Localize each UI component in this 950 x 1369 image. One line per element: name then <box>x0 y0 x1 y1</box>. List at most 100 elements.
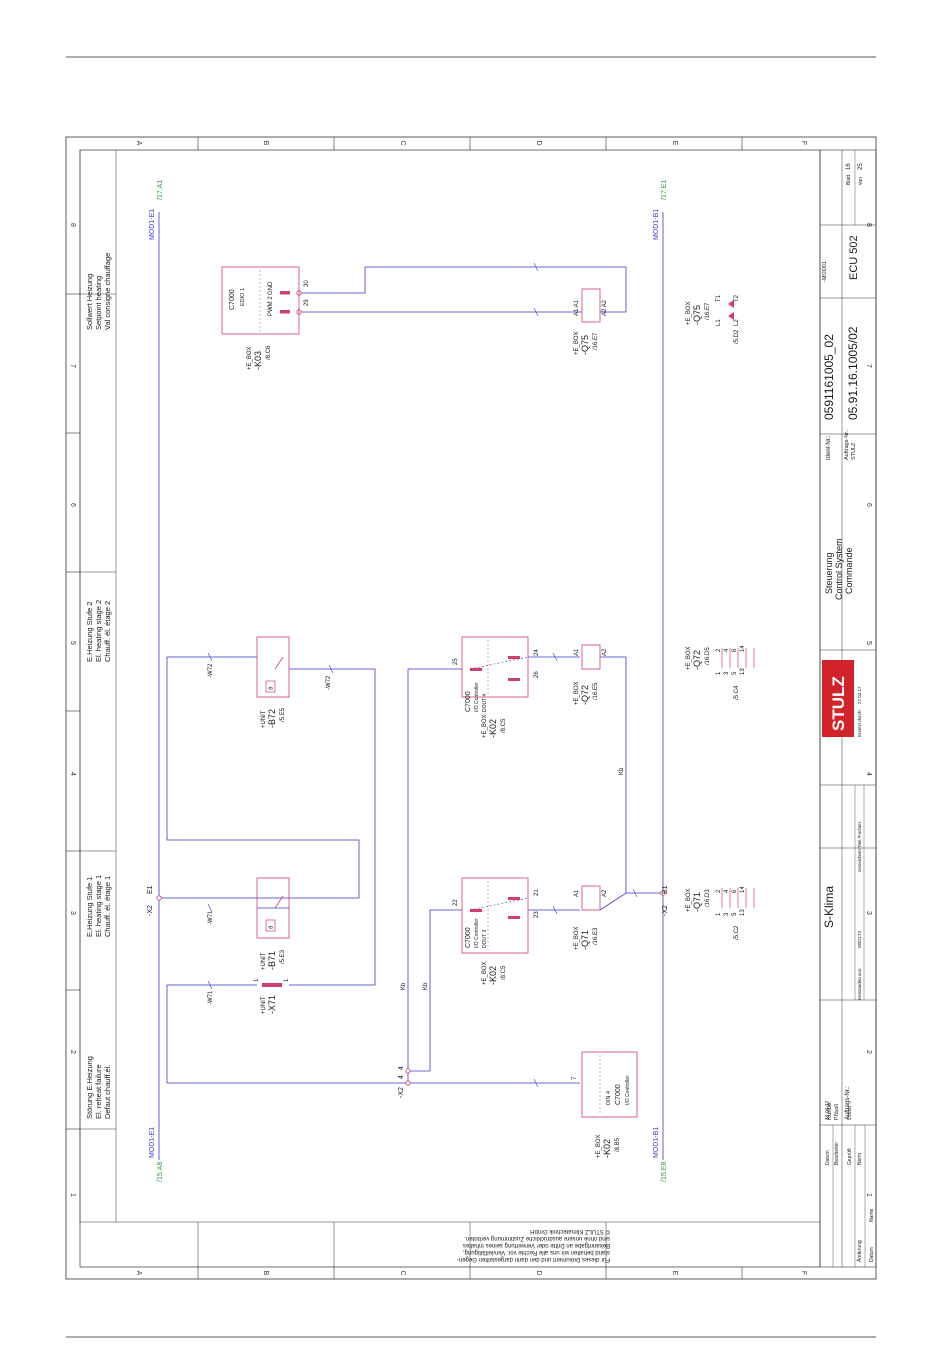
wire-w71-a: -W71 <box>208 990 214 1005</box>
b71-tag: -B71 <box>267 951 277 970</box>
terminal-x2-e1: -X2 <box>147 905 154 916</box>
q71-ref: /16.E3 <box>593 927 599 945</box>
col-label-8: 8 <box>69 223 76 227</box>
q72-a1: A1 <box>574 648 580 656</box>
q72-loc: +E_BOX <box>574 681 580 705</box>
k02b-p21: 21 <box>534 889 540 896</box>
row-label-f-bottom: F <box>800 1271 807 1275</box>
tb-auftrag-nr: 05.91.16.1005/02 <box>846 326 860 420</box>
q75-a1: A1 A1 <box>574 299 580 316</box>
x71-p2: 1 <box>284 978 290 982</box>
header-top-fr: Val consigne chauffage <box>103 253 112 330</box>
col-label-3-right: 3 <box>865 911 872 915</box>
b71-sym: ϑ <box>269 925 275 929</box>
q72-a2: A2 <box>602 648 608 656</box>
q72b-pin13: 13 <box>740 668 746 675</box>
col-labels-left: 1 2 3 4 5 6 7 8 <box>66 223 80 1197</box>
row-label-d-bottom: D <box>535 1270 542 1275</box>
component-k03: C7000 EDIO 1 PWM 2 GND 29 30 +E_BOX -K03… <box>221 266 310 370</box>
q71b-pin2: 2 <box>716 889 722 893</box>
q75b-loc: +E_BOX <box>686 301 692 325</box>
copyright-line-2: stand behalten wir uns alle Rechte vor. … <box>463 1249 610 1255</box>
k03-type: C7000 <box>229 289 236 310</box>
bus-xrefs: /15.A8 MOD1-E1 /15.E8 MOD1-B1 /17.A1 MOD… <box>149 180 668 1182</box>
q72b-ref2: /5.C4 <box>734 685 740 700</box>
header-right-en: El. heating stage 2 <box>94 600 103 662</box>
bus-lines <box>158 212 664 1160</box>
tb-auftrag-nr-label: Auftrags-Nr.: <box>844 429 850 460</box>
k02c-ref: /8.B5 <box>615 1137 621 1152</box>
wire-kb-2: Kb <box>423 982 429 990</box>
k03-ref: /8.C6 <box>266 345 272 360</box>
q72b-pin14: 14 <box>740 645 746 652</box>
tb-auftrag-label: Auftrags-Nr.: <box>845 1086 851 1120</box>
q71b-pin14: 14 <box>740 886 746 893</box>
component-q75-coil: A1 A1 A2 A2 +E_BOX -Q75 /16.E7 <box>530 288 608 355</box>
header-middle-en: El. heating stage 1 <box>94 875 103 937</box>
q75-tag: -Q75 <box>580 335 590 355</box>
x71-tag: -X71 <box>267 995 277 1014</box>
q71b-pin13: 13 <box>740 909 746 916</box>
q72-tag: -Q72 <box>580 685 590 705</box>
col-label-2: 2 <box>69 1050 76 1054</box>
tb-gezeichnet: Titel /Fachen <box>857 822 862 848</box>
k02c-tag: -K02 <box>602 1139 612 1158</box>
tb-norm-label: Norm <box>857 1153 863 1165</box>
q72b-tag: -Q72 <box>692 650 702 670</box>
q71b-loc: +E_BOX <box>686 888 692 912</box>
b72-sym: ϑ <box>269 686 275 690</box>
b72-loc: +UNIT <box>261 710 267 728</box>
copyright-line-1: Für dieses Dokument und den darin darges… <box>457 1256 610 1262</box>
k03-pwm: PWM 2 <box>268 296 274 316</box>
k02b-p22: 22 <box>453 899 459 906</box>
header-top-de: Sollwert Heizung <box>85 274 94 330</box>
tb-ident: 0591161005_02 <box>822 334 836 420</box>
wire-ticks <box>207 262 638 1088</box>
tb-blatt: 16 <box>846 163 852 170</box>
header-top-en: Setpoint heating <box>94 276 103 330</box>
header-middle-fr: Chauff. él. étage 1 <box>103 876 112 937</box>
q72b-pin1: 1 <box>716 671 722 675</box>
q71b-pin6: 6 <box>732 889 738 893</box>
q72-ref: /16.E5 <box>593 682 599 700</box>
row-labels-top: A B C D E F <box>135 137 807 150</box>
q72b-pin3: 3 <box>724 671 730 675</box>
k02c-loc: +E_BOX <box>596 1134 602 1158</box>
k02a-tag: -K02 <box>488 719 498 738</box>
k02c-din: DIN 4 <box>606 1091 612 1105</box>
q71b-ref: /16.D3 <box>705 889 711 907</box>
terminal-points <box>156 290 666 1086</box>
wire-w72-a: -W72 <box>208 663 214 678</box>
k03-pin30: 30 <box>304 280 310 287</box>
tb-von-label: von <box>858 177 864 185</box>
q75b-l2: L2 <box>734 319 740 326</box>
q72b-pin6: 6 <box>732 648 738 652</box>
k02b-loc: +E_BOX <box>482 961 488 985</box>
component-q72-coil: A1 A2 +E_BOX -Q72 /16.E5 <box>574 644 608 705</box>
col-label-4: 4 <box>69 772 76 776</box>
tb-gepr: Jrobot <box>847 1105 853 1120</box>
wire-kb-3: Kb <box>619 767 625 775</box>
k02a-p24: 24 <box>534 649 540 656</box>
q72b-pin5: 5 <box>732 671 738 675</box>
title-block: Datum 12.04.17 Bearbeiter P.Nuoß Geprüft… <box>819 149 877 1268</box>
q75b-ref2: /5.D2 <box>734 329 740 344</box>
col-label-7-right: 7 <box>865 364 872 368</box>
col-labels-right: 1 2 3 4 5 6 7 8 <box>865 223 872 1197</box>
k02a-dout: DOUT 4 <box>482 694 488 712</box>
q71b-pin4: 4 <box>724 889 730 893</box>
function-header-band: Störung E.Heizung El. reheat failure Def… <box>79 150 820 1223</box>
tb-name-label: Name <box>869 1208 875 1222</box>
tb-gepr-label: Geprüft <box>847 1148 853 1165</box>
row-label-b: B <box>262 141 269 146</box>
wire-kb-1: Kb <box>401 982 407 990</box>
x71-p1: 1 <box>254 978 260 982</box>
k02a-type: C7000 <box>465 691 472 712</box>
q72b-ref: /16.D5 <box>705 647 711 665</box>
k03-pin29: 29 <box>304 299 310 306</box>
component-q75-contacts: +E_BOX -Q75 /16.E7 L1 L2 T1 T2 /5.D2 <box>686 294 740 344</box>
row-label-c-bottom: C <box>399 1270 406 1275</box>
tb-ersetzt: 27.02.17 <box>857 686 862 704</box>
q71b-tag: -Q71 <box>692 892 702 912</box>
row-label-b-bottom: B <box>262 1271 269 1276</box>
